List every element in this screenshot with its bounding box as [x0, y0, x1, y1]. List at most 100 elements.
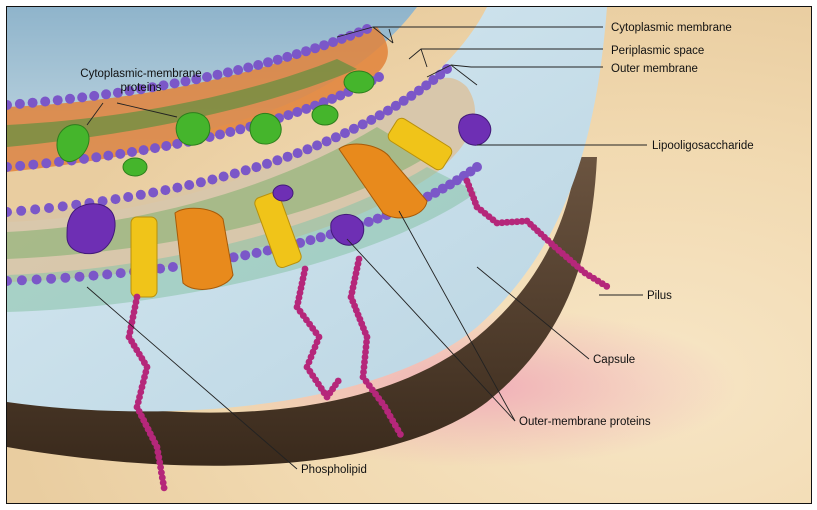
phospholipid-head — [115, 149, 125, 159]
label-cytoplasmic-membrane: Cytoplasmic membrane — [611, 22, 732, 34]
pilus-bead — [603, 283, 610, 290]
phospholipid-head — [75, 272, 85, 282]
phospholipid-head — [303, 144, 313, 154]
phospholipid-head — [240, 250, 250, 260]
phospholipid-head — [243, 63, 253, 73]
phospholipid-head — [116, 268, 126, 278]
phospholipid-head — [41, 158, 51, 168]
phospholipid-head — [253, 60, 263, 70]
phospholipid-head — [111, 194, 121, 204]
phospholipid-head — [123, 192, 133, 202]
label-phospholipid: Phospholipid — [301, 464, 367, 476]
phospholipid-head — [103, 151, 113, 161]
phospholipid-head — [184, 180, 194, 190]
phospholipid-head — [168, 262, 178, 272]
phospholipid-head — [366, 115, 376, 125]
phospholipid-head — [172, 183, 182, 193]
phospholipid-head — [58, 201, 68, 211]
phospholipid-head — [40, 97, 50, 107]
phospholipid-head — [241, 165, 251, 175]
diagram-frame: Cytoplasmic membrane Periplasmic space O… — [6, 6, 812, 504]
phospholipid-head — [150, 143, 160, 153]
phospholipid-head — [225, 127, 235, 137]
phospholipid-head — [283, 152, 293, 162]
phospholipid-head — [262, 159, 272, 169]
phospholipid-head — [127, 147, 137, 157]
label-capsule: Capsule — [593, 354, 635, 366]
phospholipid-head — [46, 274, 56, 284]
phospholipid-head — [28, 160, 38, 170]
label-outer-membrane: Outer membrane — [611, 63, 698, 75]
phospholipid-head — [472, 162, 482, 172]
phospholipid-head — [233, 65, 243, 75]
phospholipid-head — [213, 70, 223, 80]
phospholipid-head — [148, 188, 158, 198]
phospholipid-head — [53, 95, 63, 105]
phospholipid-head — [358, 119, 368, 129]
phospholipid-head — [301, 104, 311, 114]
phospholipid-head — [60, 273, 70, 283]
phospholipid-head — [316, 232, 326, 242]
phospholipid-head — [306, 235, 316, 245]
phospholipid-head — [16, 206, 26, 216]
phospholipid-head — [30, 204, 40, 214]
phospholipid-head — [101, 89, 111, 99]
phospholipid-head — [207, 175, 217, 185]
phospholipid-head — [215, 130, 225, 140]
phospholipid-head — [251, 162, 261, 172]
phospholipid-head — [32, 275, 42, 285]
phospholipid-head — [44, 203, 54, 213]
phospholipid-head — [91, 152, 101, 162]
label-cytoplasmic-membrane-proteins-1: Cytoplasmic-membrane — [80, 68, 201, 80]
phospholipid-head — [136, 190, 146, 200]
phospholipid-head — [349, 124, 359, 134]
phospholipid-head — [230, 169, 240, 179]
phospholipid-head — [235, 124, 245, 134]
phospholipid-head — [161, 141, 171, 151]
phospholipid-head — [160, 185, 170, 195]
phospholipid-head — [89, 91, 99, 101]
phospholipid-head — [89, 271, 99, 281]
phospholipid-head — [310, 43, 320, 53]
phospholipid-head — [263, 57, 273, 67]
phospholipid-head — [65, 94, 75, 104]
phospholipid-head — [219, 172, 229, 182]
label-outer-membrane-proteins: Outer-membrane proteins — [519, 416, 651, 428]
phospholipid-head — [102, 269, 112, 279]
phospholipid-head — [202, 72, 212, 82]
phospholipid-head — [373, 214, 383, 224]
phospholipid-head — [28, 98, 38, 108]
phospholipid-head — [273, 55, 283, 65]
phospholipid-head — [77, 92, 87, 102]
bacterial-cell-envelope-diagram: Cytoplasmic membrane Periplasmic space O… — [7, 7, 811, 503]
phospholipid-head — [17, 275, 27, 285]
label-periplasmic-space: Periplasmic space — [611, 45, 704, 57]
label-lipooligosaccharide: Lipooligosaccharide — [652, 140, 754, 152]
phospholipid-head — [312, 140, 322, 150]
pilus-bead — [161, 485, 168, 492]
label-pilus: Pilus — [647, 290, 672, 302]
phospholipid-head — [322, 136, 332, 146]
phospholipid-head — [374, 72, 384, 82]
pilus-bead — [335, 378, 342, 385]
phospholipid-head — [139, 145, 149, 155]
phospholipid-head — [223, 67, 233, 77]
phospholipid-head — [272, 155, 282, 165]
phospholipid-head — [292, 49, 302, 59]
phospholipid-head — [328, 37, 338, 47]
phospholipid-head — [252, 248, 262, 258]
phospholipid-head — [301, 46, 311, 56]
phospholipid-head — [292, 107, 302, 117]
label-cytoplasmic-membrane-proteins-2: proteins — [121, 82, 162, 94]
phospholipid-head — [282, 52, 292, 62]
phospholipid-head — [283, 110, 293, 120]
phospholipid-head — [364, 217, 374, 227]
phospholipid-head — [319, 40, 329, 50]
pilus-bead — [397, 431, 404, 438]
phospholipid-head — [331, 132, 341, 142]
phospholipid-head — [15, 99, 25, 109]
phospholipid-head — [15, 161, 25, 171]
phospholipid-head — [196, 177, 206, 187]
phospholipid-head — [340, 128, 350, 138]
phospholipid-head — [293, 148, 303, 158]
